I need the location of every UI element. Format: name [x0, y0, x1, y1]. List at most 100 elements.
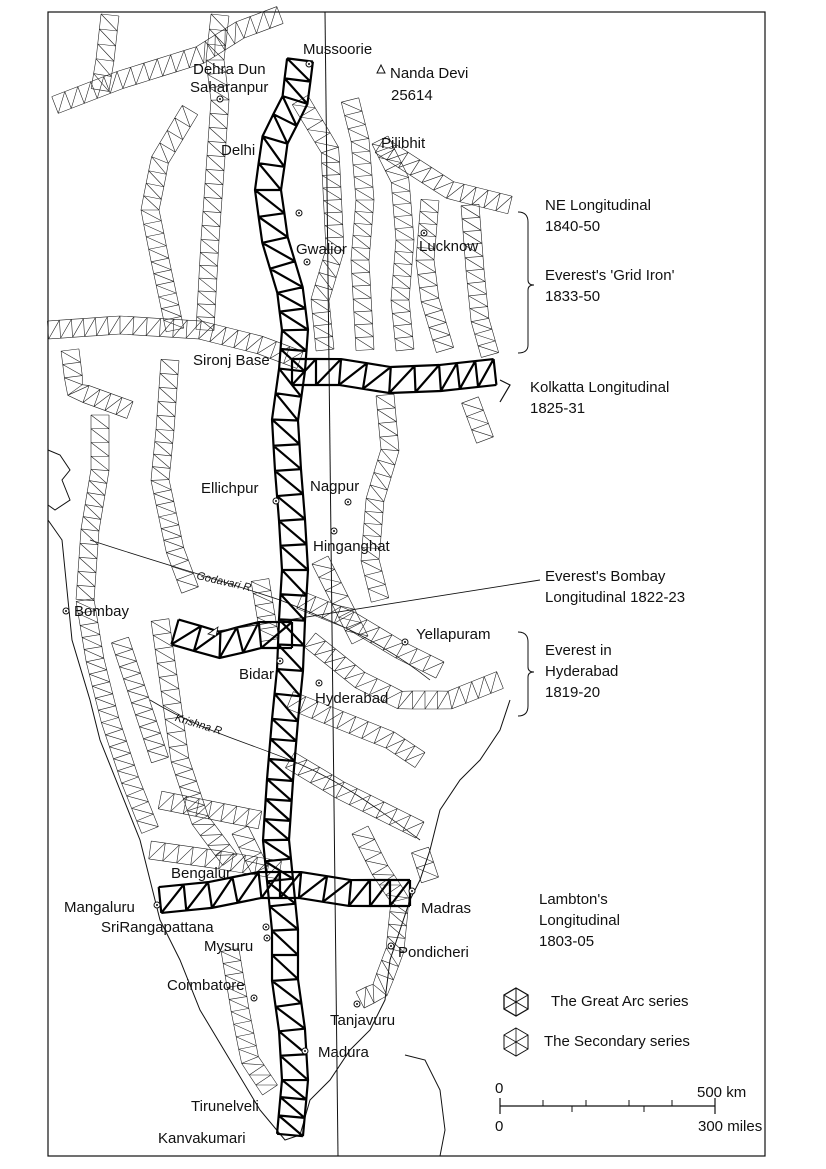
- secondary-chain-14: [360, 393, 400, 603]
- label-nanda-devi: Nanda Devi: [390, 65, 469, 82]
- secondary-chain-30: [111, 636, 169, 764]
- secondary-chain-7: [415, 198, 454, 353]
- bombay-pointer-line: [211, 579, 541, 633]
- secondary-chain-27: [220, 948, 278, 1096]
- label-mangaluru: Mangaluru: [64, 899, 135, 916]
- secondary-chain-25: [411, 846, 439, 884]
- great-arc-chain-1: [290, 357, 498, 395]
- label-nagpur: Nagpur: [310, 478, 360, 495]
- annotation-hyderabad: Everest in Hyderabad 1819-20: [545, 640, 618, 703]
- label-pilibhit: Pilibhit: [381, 135, 426, 152]
- annotation-bombay-longitudinal: Everest's Bombay Longitudinal 1822-23: [545, 566, 685, 608]
- label-hyderabad: Hyderabad: [315, 690, 389, 707]
- secondary-chain-6: [374, 137, 513, 215]
- annotation-kolkatta-years: 1825-31: [530, 400, 586, 417]
- meridian-line: [324, 11, 339, 1157]
- label-nanda-devi-height: 25614: [391, 87, 433, 104]
- secondary-chain-17: [150, 618, 238, 866]
- town-dot-tanjavuru: [356, 1003, 358, 1005]
- town-dot-madura: [304, 1050, 306, 1052]
- label-tirunelveli: Tirunelveli: [191, 1098, 259, 1115]
- annotation-hyderabad-line1: Everest in: [545, 642, 612, 659]
- label-mussoorie: Mussoorie: [303, 41, 373, 58]
- secondary-chain-28: [311, 555, 369, 645]
- bombay-pointer-arrow: [207, 626, 219, 637]
- town-dot-lucknow: [423, 232, 425, 234]
- town-dot-gwalior: [306, 261, 308, 263]
- label-pondicheri: Pondicheri: [398, 944, 469, 961]
- secondary-chain-21: [285, 752, 425, 839]
- secondary-chain-29: [250, 578, 280, 642]
- secondary-chain-2: [195, 13, 230, 331]
- legend-secondary-label: The Secondary series: [544, 1033, 690, 1050]
- label-tanjavuru: Tanjavuru: [330, 1012, 396, 1029]
- annotation-bombay-title: Everest's Bombay: [545, 568, 666, 585]
- secondary-chain-8: [460, 204, 499, 358]
- secondary-chain-0: [90, 13, 120, 92]
- secondary-series-chains: [47, 6, 513, 1096]
- brace-kolkatta: [499, 379, 511, 403]
- annotation-hyderabad-years: 1819-20: [545, 684, 601, 701]
- great-arc-chain-0: [253, 57, 314, 1138]
- label-coimbatore: Coimbatore: [167, 977, 245, 994]
- annotation-lambton-line2: Longitudinal: [539, 912, 620, 929]
- secondary-chain-11: [60, 348, 134, 419]
- annotation-grid-iron: Everest's 'Grid Iron' 1833-50: [545, 265, 674, 307]
- town-dot-srirangapattana: [265, 926, 267, 928]
- label-mysuru: Mysuru: [204, 938, 254, 955]
- annotation-ne-title: NE Longitudinal: [545, 197, 651, 214]
- secondary-chain-3: [292, 95, 345, 352]
- brace-ne-grid: [517, 211, 535, 354]
- secondary-chain-24: [351, 825, 410, 1009]
- map-border: [47, 11, 766, 1157]
- secondary-chain-13: [75, 414, 110, 601]
- annotation-lambton-years: 1803-05: [539, 933, 595, 950]
- annotation-lambton: Lambton's Longitudinal 1803-05: [539, 889, 620, 952]
- annotation-bombay-years: Longitudinal 1822-23: [545, 589, 686, 606]
- label-bombay: Bombay: [74, 603, 130, 620]
- town-dot-hinganghat: [333, 530, 335, 532]
- annotation-kolkatta-title: Kolkatta Longitudinal: [530, 379, 670, 396]
- secondary-chain-20: [286, 691, 426, 768]
- annotation-hyderabad-line2: Hyderabad: [545, 663, 619, 680]
- sri-lanka-coast: [404, 1054, 446, 1157]
- secondary-chain-10: [47, 315, 304, 369]
- town-dot-mussoorie: [308, 63, 310, 65]
- scale-bar: [499, 1098, 716, 1114]
- town-dot-ellichpur: [275, 500, 277, 502]
- label-gwalior: Gwalior: [296, 241, 347, 258]
- legend-great-arc-label: The Great Arc series: [551, 993, 689, 1010]
- scale-zero-top: 0: [495, 1080, 504, 1097]
- town-dot-mysuru: [266, 937, 268, 939]
- town-markers: [62, 60, 428, 1055]
- secondary-chain-15: [461, 396, 494, 444]
- secondary-chain-4: [340, 97, 375, 351]
- legend-secondary-icon: [503, 1027, 529, 1057]
- town-dot-saharanpur: [219, 98, 221, 100]
- godavari-river: [89, 539, 431, 681]
- scale-zero-bottom: 0: [495, 1118, 504, 1135]
- label-bengalur: Bengalur: [171, 865, 232, 882]
- label-yellapuram: Yellapuram: [416, 626, 491, 643]
- label-delhi: Delhi: [221, 142, 256, 159]
- secondary-chain-16: [75, 598, 159, 834]
- brace-hyderabad: [517, 631, 535, 717]
- label-ellichpur: Ellichpur: [201, 480, 259, 497]
- secondary-chain-22: [157, 790, 263, 830]
- great-arc-chains: [157, 57, 498, 1138]
- town-dot-hyderabad: [318, 682, 320, 684]
- annotation-ne-longitudinal: NE Longitudinal 1840-50: [545, 195, 651, 237]
- annotation-lambton-line1: Lambton's: [539, 891, 608, 908]
- label-dehra-dun: Dehra Dun: [193, 61, 266, 78]
- town-dot-gwalior-area: [298, 212, 300, 214]
- secondary-chain-19: [304, 632, 504, 710]
- annotation-ne-years: 1840-50: [545, 218, 601, 235]
- town-dot-nagpur: [347, 501, 349, 503]
- label-madras: Madras: [421, 900, 472, 917]
- secondary-chain-5: [371, 135, 415, 352]
- secondary-chain-12: [150, 359, 199, 594]
- peak-icon: [376, 63, 386, 74]
- label-sironj-base: Sironj Base: [193, 352, 270, 369]
